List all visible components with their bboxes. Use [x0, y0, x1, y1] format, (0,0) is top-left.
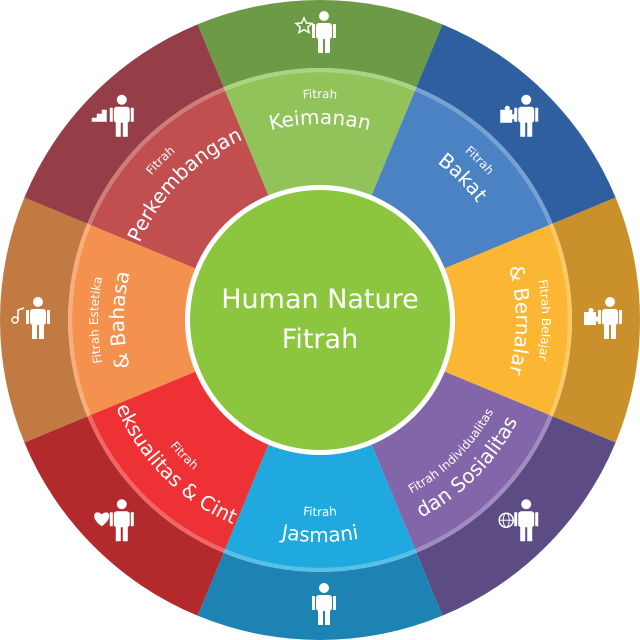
person-icon: [312, 583, 336, 625]
stairs-person-icon: [91, 94, 134, 137]
segment-outer-bakat: [416, 24, 616, 224]
segment-label-small-jasmani: Fitrah: [303, 504, 337, 519]
segment-inner-jasmani: [225, 441, 415, 568]
segment-label-big-jasmani: Jasmani: [278, 519, 360, 547]
center-hub-circle: [190, 190, 450, 450]
segment-inner-estetika: [71, 225, 199, 415]
segment-rim-keimanan: [223, 68, 417, 91]
star-person-icon: [294, 11, 336, 53]
segment-label-small-belajar: Fitrah Belajar: [535, 278, 553, 361]
segment-inner-belajar: [441, 225, 568, 415]
segment-rim-jasmani: [223, 549, 417, 572]
center-title-line2: Fitrah: [282, 324, 358, 355]
puzzle-person-icon: [500, 94, 539, 137]
segment-icons: [11, 11, 622, 625]
globe-person-icon: [498, 499, 539, 542]
segment-label-small-estetika: Fitrah Estetika: [87, 275, 105, 364]
center-hub: Human Nature Fitrah: [185, 185, 455, 455]
center-title-line1: Human Nature: [221, 284, 419, 315]
music-person-icon: [11, 297, 50, 339]
segment-rim-belajar: [549, 223, 572, 417]
segment-label-small-keimanan: Fitrah: [302, 87, 337, 102]
puzzle-piece-person-icon: [584, 297, 622, 339]
segment-inner-keimanan: [225, 72, 415, 199]
segment-rim-estetika: [68, 223, 91, 417]
heart-person-icon: [94, 499, 134, 542]
